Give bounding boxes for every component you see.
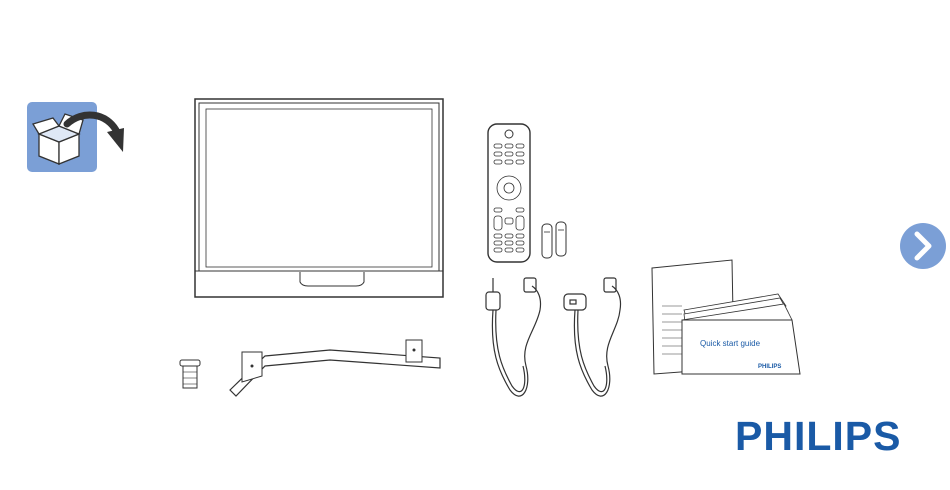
stand-drawing bbox=[170, 332, 460, 402]
remote-drawing bbox=[484, 120, 574, 270]
quick-start-guide-title: Quick start guide bbox=[700, 339, 760, 348]
guide-drawing bbox=[648, 258, 808, 378]
next-button[interactable] bbox=[900, 223, 946, 269]
philips-logo: PHILIPS bbox=[735, 414, 925, 458]
quick-start-guide-brand: PHILIPS bbox=[758, 364, 781, 370]
unbox-icon bbox=[27, 102, 125, 174]
cables-drawing bbox=[480, 270, 630, 410]
tv-drawing bbox=[190, 96, 450, 306]
